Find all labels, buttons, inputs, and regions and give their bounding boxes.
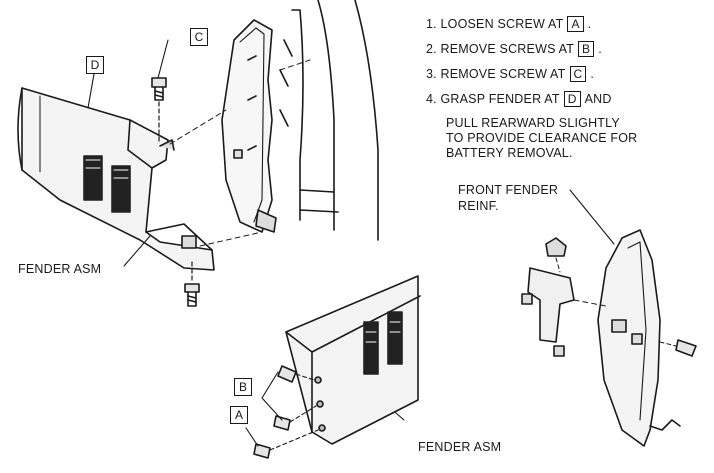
fender-asm-label-left: FENDER ASM — [18, 262, 102, 276]
instruction-4-text: 4. GRASP FENDER AT — [426, 92, 560, 106]
instruction-4-ref: D — [563, 91, 581, 107]
instruction-2-end: . — [598, 42, 602, 56]
instruction-4-cont-3: BATTERY REMOVAL. — [446, 146, 573, 160]
instruction-4-cont-2: TO PROVIDE CLEARANCE FOR — [446, 131, 638, 145]
callout-d: D — [86, 56, 104, 74]
upper-fender-panel — [17, 87, 215, 271]
callout-a: A — [230, 406, 248, 424]
instruction-4-cont-1: PULL REARWARD SLIGHTLY — [446, 116, 620, 130]
callout-b: B — [234, 378, 252, 396]
front-fender-reinf-label-1: FRONT FENDER — [458, 183, 559, 197]
body-pillar — [221, 0, 379, 241]
front-fender-reinf-label-2: REINF. — [458, 199, 499, 213]
instruction-2-text: 2. REMOVE SCREWS AT — [426, 42, 575, 56]
instruction-3-text: 3. REMOVE SCREW AT — [426, 67, 566, 81]
lower-fender-panel — [285, 275, 421, 445]
lower-screw — [184, 261, 200, 307]
instruction-1-ref: A — [567, 16, 584, 32]
instruction-2-ref: B — [578, 41, 595, 57]
instruction-3-end: . — [590, 67, 595, 81]
fender-asm-label-bottom: FENDER ASM — [418, 440, 502, 454]
screw-c — [151, 77, 167, 143]
instruction-3-ref: C — [569, 66, 587, 82]
instruction-1-text: 1. LOOSEN SCREW AT — [426, 17, 564, 31]
dashed-guides — [169, 59, 311, 247]
lower-screws — [245, 365, 319, 459]
instruction-1-end: . — [587, 17, 592, 31]
front-fender-reinf — [597, 229, 661, 447]
instruction-4-end: AND — [584, 92, 612, 106]
leader-lines — [87, 39, 615, 421]
reinf-bracket — [521, 237, 697, 431]
callout-c: C — [190, 28, 208, 46]
